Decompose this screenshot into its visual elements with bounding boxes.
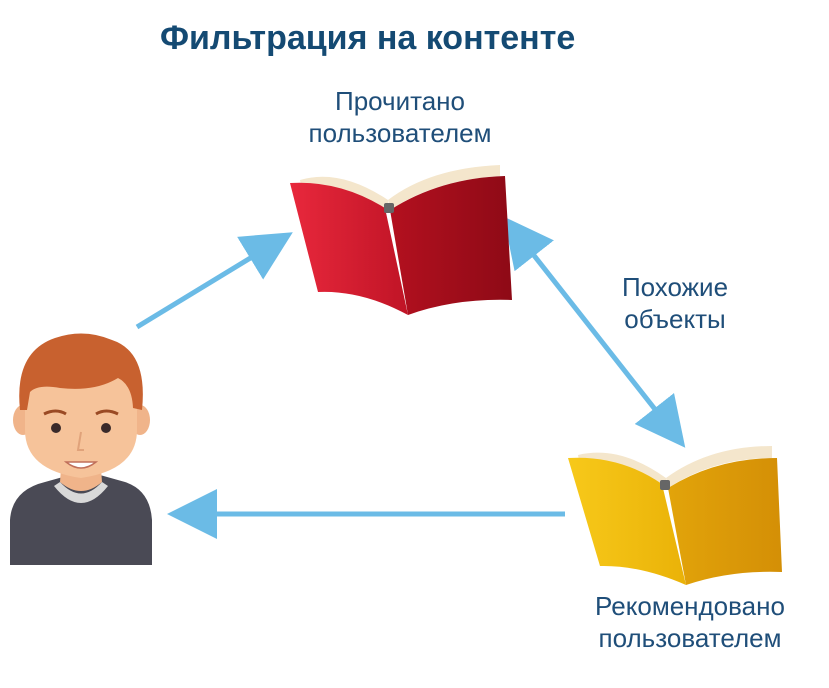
yellow-book-icon xyxy=(568,446,782,585)
user-to-read-arrow xyxy=(135,232,293,330)
recommended-label-line1: Рекомендовано xyxy=(595,591,785,621)
read-label-line2: пользователем xyxy=(308,117,492,148)
similar-objects-arrow xyxy=(503,216,686,448)
red-book-icon xyxy=(290,165,512,315)
read-label-line1: Прочитано xyxy=(335,86,465,116)
user-avatar-icon xyxy=(10,333,152,565)
read-by-user-label: Прочитано пользователем xyxy=(265,86,535,149)
recommended-label: Рекомендовано пользователем xyxy=(545,591,829,654)
recommended-label-line2: пользователем xyxy=(598,622,782,653)
diagram-title: Фильтрация на контенте xyxy=(160,19,576,57)
